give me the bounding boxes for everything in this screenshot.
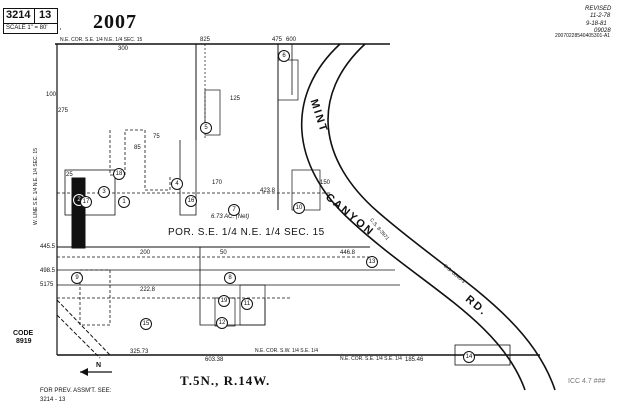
revision-ref: 20070228540405301-A1 [555, 33, 611, 39]
dim-150: 150 [320, 180, 331, 186]
se-cor-label: N.E. COR. S.E. 1/4 S.E. 1/4 [340, 356, 402, 362]
prev-assmt-value: 3214 - 13 [40, 397, 66, 403]
parcel-19[interactable]: 19 [218, 295, 230, 307]
code-value: 8919 [16, 338, 32, 345]
dim-600: 600 [286, 37, 297, 43]
book-page-box [57, 8, 60, 32]
sheet-number-box: 13 [34, 8, 58, 24]
dim-300: 300 [118, 46, 129, 52]
dim-446: 446.8 [340, 250, 356, 256]
parcel-4[interactable]: 4 [171, 178, 183, 190]
page-number: 3214 [6, 9, 31, 21]
dim-50: 50 [220, 250, 227, 256]
dim-170: 170 [212, 180, 223, 186]
dim-498: 498.5 [40, 268, 56, 274]
book-page-number: 2007 [93, 11, 137, 33]
parcel-9[interactable]: 9 [71, 272, 83, 284]
scale-text: SCALE 1" = 80' [6, 25, 48, 31]
ne-cor-label: N.E. COR. S.E. 1/4 N.E. 1/4 SEC. 15 [60, 37, 143, 43]
parcel-1[interactable]: 1 [118, 196, 130, 208]
code-label: CODE [13, 330, 34, 337]
revised-date-3: 09028 [594, 28, 611, 34]
page-number-box: 3214 [3, 8, 35, 24]
dim-185: 185.46 [405, 357, 424, 363]
sw-cor-label: N.E. COR. S.W. 1/4 S.E. 1/4 [255, 348, 319, 354]
acreage-label: 6.73 AC. (Net) [211, 214, 250, 220]
parcel-3[interactable]: 3 [98, 186, 110, 198]
parcel-17[interactable]: 17 [80, 196, 92, 208]
dim-125: 125 [230, 96, 241, 102]
parcel-14[interactable]: 14 [463, 351, 475, 363]
dim-475: 475 [272, 37, 283, 43]
parcel-7[interactable]: 7 [228, 204, 240, 216]
dim-325: 325.73 [130, 349, 149, 355]
dim-222: 222.8 [140, 287, 156, 293]
parcel-15[interactable]: 15 [140, 318, 152, 330]
parcel-5[interactable]: 5 [200, 122, 212, 134]
dim-5175: 5175 [40, 282, 54, 288]
parcel-18[interactable]: 18 [113, 168, 125, 180]
sheet-number: 13 [39, 9, 52, 21]
stamp-text: ICC 4.7 ### [568, 378, 606, 385]
dim-423: 423.8 [260, 188, 276, 194]
dim-85: 85 [134, 145, 141, 151]
parcel-6[interactable]: 6 [278, 50, 290, 62]
dim-275: 275 [58, 108, 69, 114]
township-range: T.5N., R.14W. [180, 373, 271, 388]
prev-assmt-label: FOR PREV. ASSM'T. SEE: [40, 388, 112, 394]
dim-75: 75 [153, 134, 160, 140]
dim-445: 445.5 [40, 244, 56, 250]
parcel-13[interactable]: 13 [366, 256, 378, 268]
scale-box: SCALE 1" = 80' [3, 23, 58, 34]
dim-200: 200 [140, 250, 151, 256]
dim-825: 825 [200, 37, 211, 43]
dim-603: 603.38 [205, 357, 224, 363]
dim-25: 25 [66, 172, 73, 178]
west-line-label: W. LINE S.E. 1/4 N.E. 1/4 SEC. 15 [33, 148, 39, 225]
parcel-11[interactable]: 11 [241, 298, 253, 310]
parcel-8[interactable]: 8 [224, 272, 236, 284]
parcel-12[interactable]: 12 [216, 317, 228, 329]
section-description: POR. S.E. 1/4 N.E. 1/4 SEC. 15 [168, 227, 325, 238]
revised-date-2: 9-18-81 [586, 21, 607, 27]
parcel-10[interactable]: 10 [293, 202, 305, 214]
revised-label: REVISED [585, 6, 612, 12]
dim-100: 100 [46, 92, 57, 98]
north-label: N [96, 362, 102, 369]
revised-date-1: 11-2-78 [590, 13, 611, 19]
parcel-16[interactable]: 16 [185, 195, 197, 207]
